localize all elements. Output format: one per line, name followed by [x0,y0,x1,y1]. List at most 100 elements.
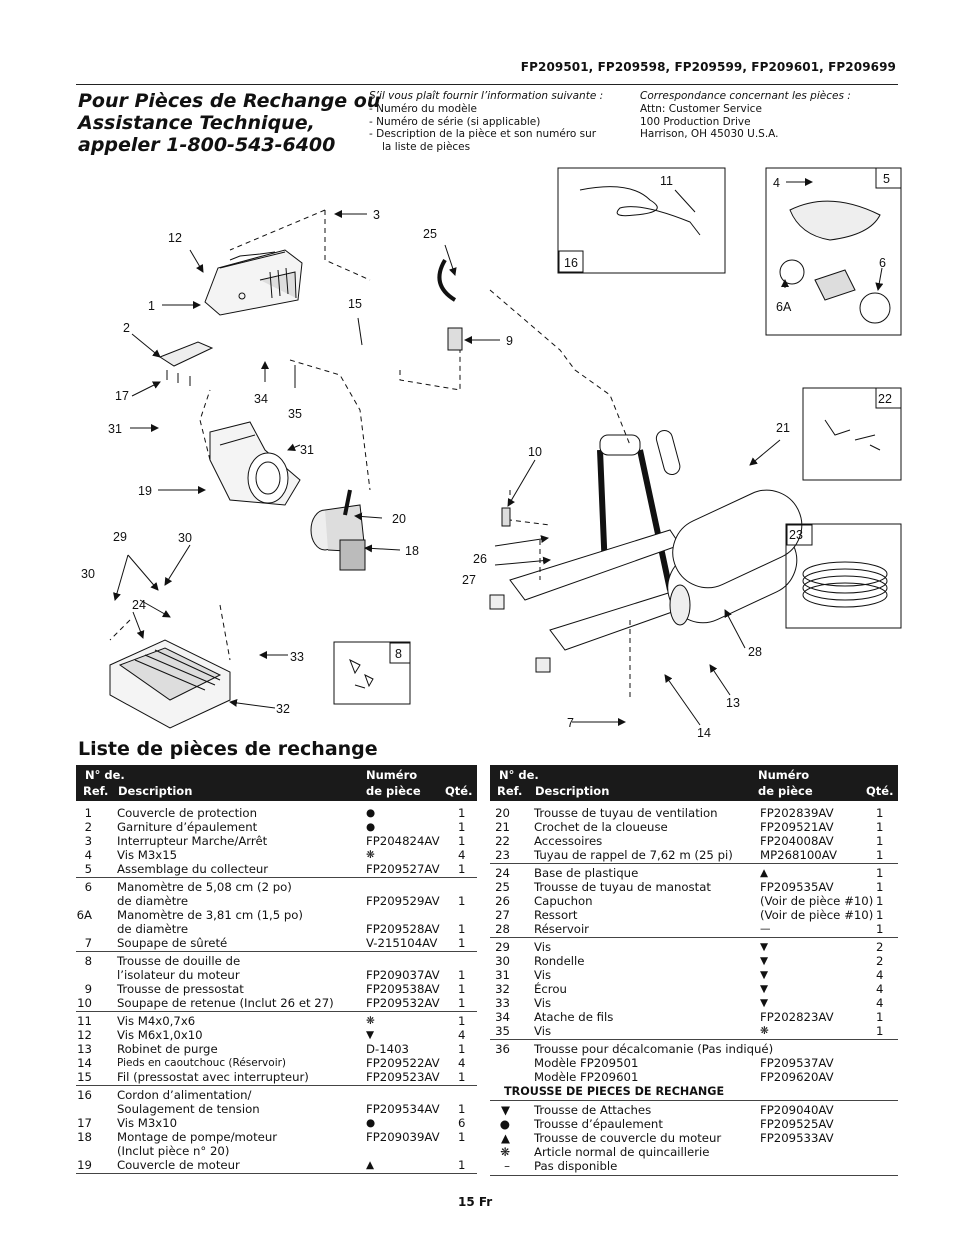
cell-desc: Trousse de douille de [117,954,241,968]
cell-qty: 1 [876,806,884,820]
cell-qty: 1 [458,996,466,1010]
cell-ref: 20 [495,806,510,820]
cell-desc: Ressort [534,908,578,922]
inset-tag-23 [786,524,813,546]
cell-desc: Soulagement de tension [117,1102,260,1116]
callout-2: 2 [123,321,130,335]
info-request-line: - Description de la pièce et son numéro … [369,128,597,141]
cell-part: ▼ [366,1029,375,1041]
cell-qty: 2 [876,940,884,954]
callout-33: 33 [290,650,304,664]
cell-ref: 23 [495,848,510,862]
cell-qty: 1 [458,820,466,834]
cell-part: FP202823AV [760,1010,834,1024]
callout-29: 29 [113,530,127,544]
cell-desc: Montage de pompe/moteur [117,1130,278,1144]
header-ref-line2: Ref. [497,784,523,798]
cell-desc: Garniture d’épaulement [117,820,258,834]
cell-ref: 6A [76,908,92,922]
cell-desc: Trousse d’épaulement [534,1117,663,1131]
cell-part: FP209525AV [760,1117,834,1131]
callout-3: 3 [373,208,380,222]
cell-desc: Tuyau de rappel de 7,62 m (25 pi) [534,848,733,862]
cell-desc: Robinet de purge [117,1042,218,1056]
cell-part: FP209040AV [760,1103,834,1117]
cell-part: ▲ [366,1159,375,1171]
cell-ref: 8 [84,954,92,968]
cell-desc: Vis [534,940,552,954]
header-qty: Qté. [445,784,473,798]
cell-desc: Pieds en caoutchouc (Réservoir) [117,1057,287,1069]
cell-part: FP209521AV [760,820,834,834]
cell-qty: 1 [458,1102,466,1116]
cell-part: V-215104AV [366,936,438,950]
callout-18: 18 [405,544,419,558]
cell-desc: Rondelle [534,954,585,968]
cell-desc: Vis M3x10 [117,1116,178,1130]
callout-19: 19 [138,484,152,498]
cell-qty: 4 [458,1056,466,1070]
cell-ref: 29 [495,940,510,954]
cell-desc: Trousse pour décalcomanie (Pas indiqué) [534,1042,774,1056]
callout-13: 13 [726,696,740,710]
cell-part: ❋ [760,1025,769,1037]
cell-desc: Réservoir [534,922,589,936]
cell-part: FP209523AV [366,1070,440,1084]
cell-ref: 16 [77,1088,92,1102]
cell-desc: Vis [534,996,552,1010]
callout-34: 34 [254,392,268,406]
cell-part: ● [366,821,376,833]
cell-desc: Soupape de sûreté [117,936,228,950]
cell-qty: 1 [458,834,466,848]
cell-desc: Soupape de retenue (Inclut 26 et 27) [117,996,334,1010]
cell-desc: Article normal de quincaillerie [534,1145,710,1159]
cell-part: FP209538AV [366,982,440,996]
callout-20: 20 [392,512,406,526]
cell-desc: Modèle FP209601 [534,1070,639,1084]
cell-part: FP209537AV [760,1056,834,1070]
support-phone-heading: Pour Pièces de Rechange ou Assistance Te… [78,90,380,156]
cell-desc: Base de plastique [534,866,639,880]
pump-motor-drawing [310,489,366,571]
cell-qty: 1 [876,894,884,908]
cell-ref: 30 [495,954,510,968]
phone-line: appeler 1-800-543-6400 [78,134,336,156]
cell-desc: Assemblage du collecteur [117,862,269,876]
cell-desc: Interrupteur Marche/Arrêt [117,834,268,848]
header-part-line2: de pièce [366,784,421,798]
cell-part: ● [366,1117,376,1129]
cell-ref: 12 [77,1028,92,1042]
cell-part: FP209620AV [760,1070,834,1084]
cell-ref: 27 [495,908,510,922]
cell-desc: de diamètre [117,922,189,936]
inset-tag-22 [875,387,902,409]
header-ref-line1: N° de. [499,768,539,782]
callout-16: 16 [564,256,578,270]
cell-ref: 25 [495,880,510,894]
exploded-parts-diagram: 1 2 3 4 5 6 6A 7 8 9 10 11 12 13 14 15 1… [81,167,902,740]
cell-qty: 1 [876,820,884,834]
callout-12: 12 [168,231,182,245]
cell-ref: 33 [495,996,510,1010]
cell-desc: Trousse de couvercle du moteur [534,1131,722,1145]
cell-desc: Trousse de pressostat [117,982,244,996]
header-qty: Qté. [866,784,894,798]
cell-qty: 1 [876,848,884,862]
cell-ref: 28 [495,922,510,936]
header-ref-line1: N° de. [85,768,125,782]
cell-part: FP209039AV [366,1130,440,1144]
cell-part: FP204824AV [366,834,440,848]
correspondence-line: 100 Production Drive [640,115,751,128]
cell-ref: 36 [495,1042,510,1056]
cell-desc: Fil (pressostat avec interrupteur) [117,1070,309,1084]
